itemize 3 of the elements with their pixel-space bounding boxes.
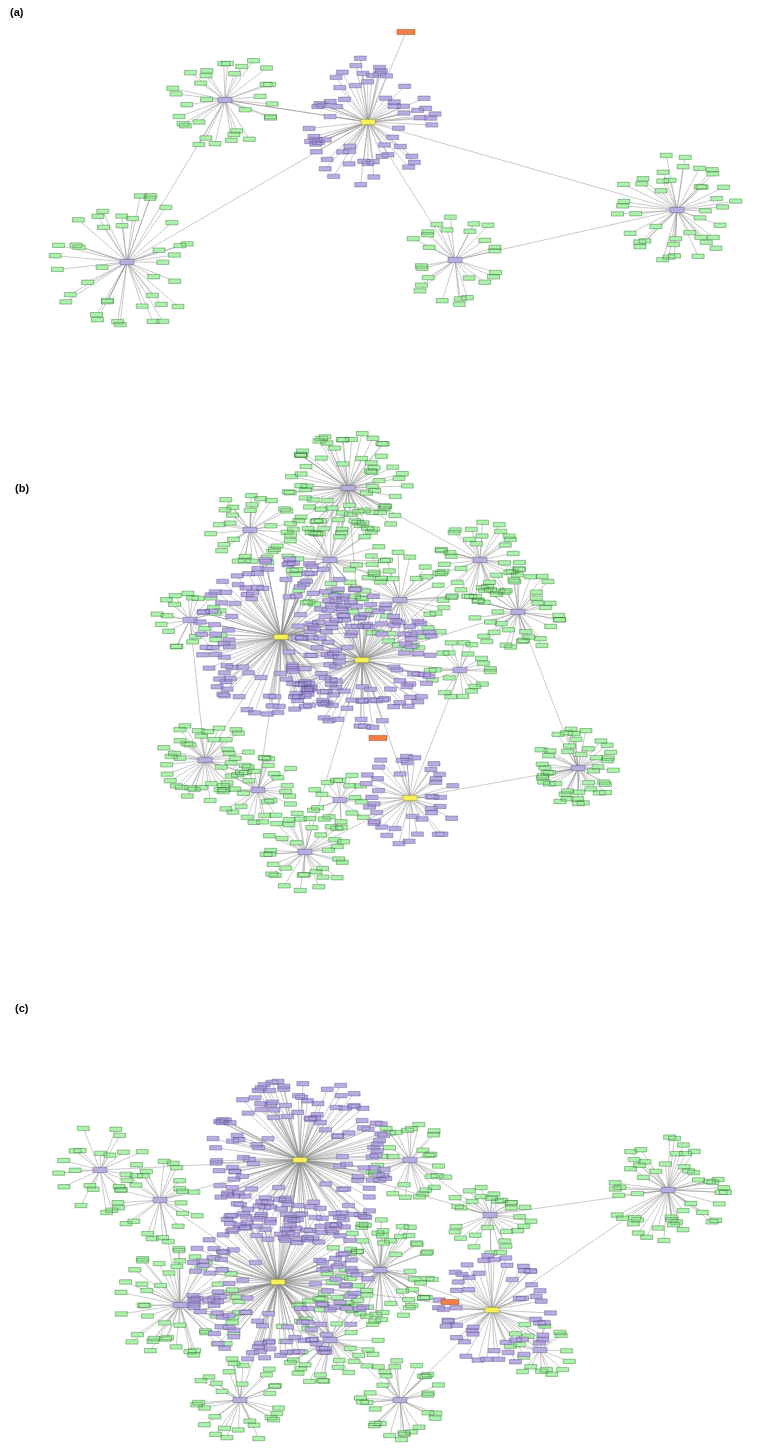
panel-label: (a) [10, 6, 24, 18]
panel-label: (b) [15, 482, 30, 494]
panel-label: (c) [15, 1002, 29, 1014]
